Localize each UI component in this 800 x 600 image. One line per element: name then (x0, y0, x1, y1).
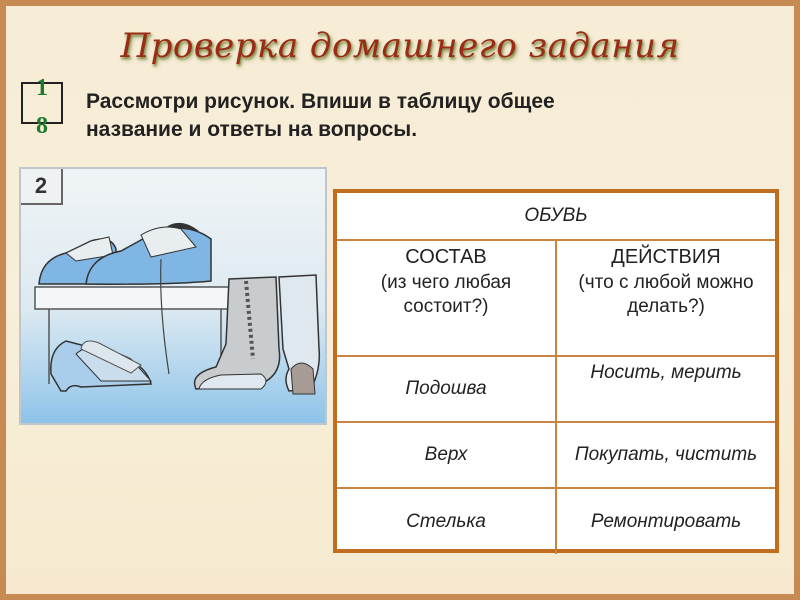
column-header-composition: СОСТАВ (из чего любая состоит?) (337, 239, 557, 357)
action-cell: Покупать, чистить (555, 421, 775, 489)
table-title: ОБУВЬ (337, 193, 775, 241)
picture-number: 2 (21, 169, 63, 205)
column-question: (из чего любая состоит?) (380, 272, 512, 317)
column-header-actions: ДЕЙСТВИЯ (что с любой можно делать?) (555, 239, 775, 357)
table-row: Подошва Носить, мерить (337, 355, 775, 423)
footwear-illustration: 2 (19, 167, 327, 425)
action-cell: Ремонтировать (555, 487, 775, 554)
table-row: Верх Покупать, чистить (337, 421, 775, 489)
task-number-digit-2: 8 (36, 113, 48, 139)
answer-table: ОБУВЬ СОСТАВ (из чего любая состоит?) ДЕ… (333, 189, 779, 554)
column-question: (что с любой можно делать?) (578, 272, 754, 317)
task-instruction: Рассмотри рисунок. Впиши в таблицу общее… (86, 88, 706, 144)
column-caption: ДЕЙСТВИЯ (611, 246, 721, 268)
part-cell: Верх (337, 421, 557, 489)
task-number-box: 1 8 (21, 76, 63, 138)
part-cell: Стелька (337, 487, 557, 554)
task-number-digit-1: 1 (36, 75, 48, 101)
instruction-line-1: Рассмотри рисунок. Впиши в таблицу общее (86, 90, 555, 113)
part-cell: Подошва (337, 355, 557, 423)
action-cell: Носить, мерить (555, 355, 775, 423)
slide-title: Проверка домашнего задания (120, 26, 680, 66)
table-row: Стелька Ремонтировать (337, 487, 775, 554)
footwear-drawing-icon (34, 222, 321, 395)
instruction-line-2: название и ответы на вопросы. (86, 118, 418, 141)
column-caption: СОСТАВ (405, 246, 487, 268)
